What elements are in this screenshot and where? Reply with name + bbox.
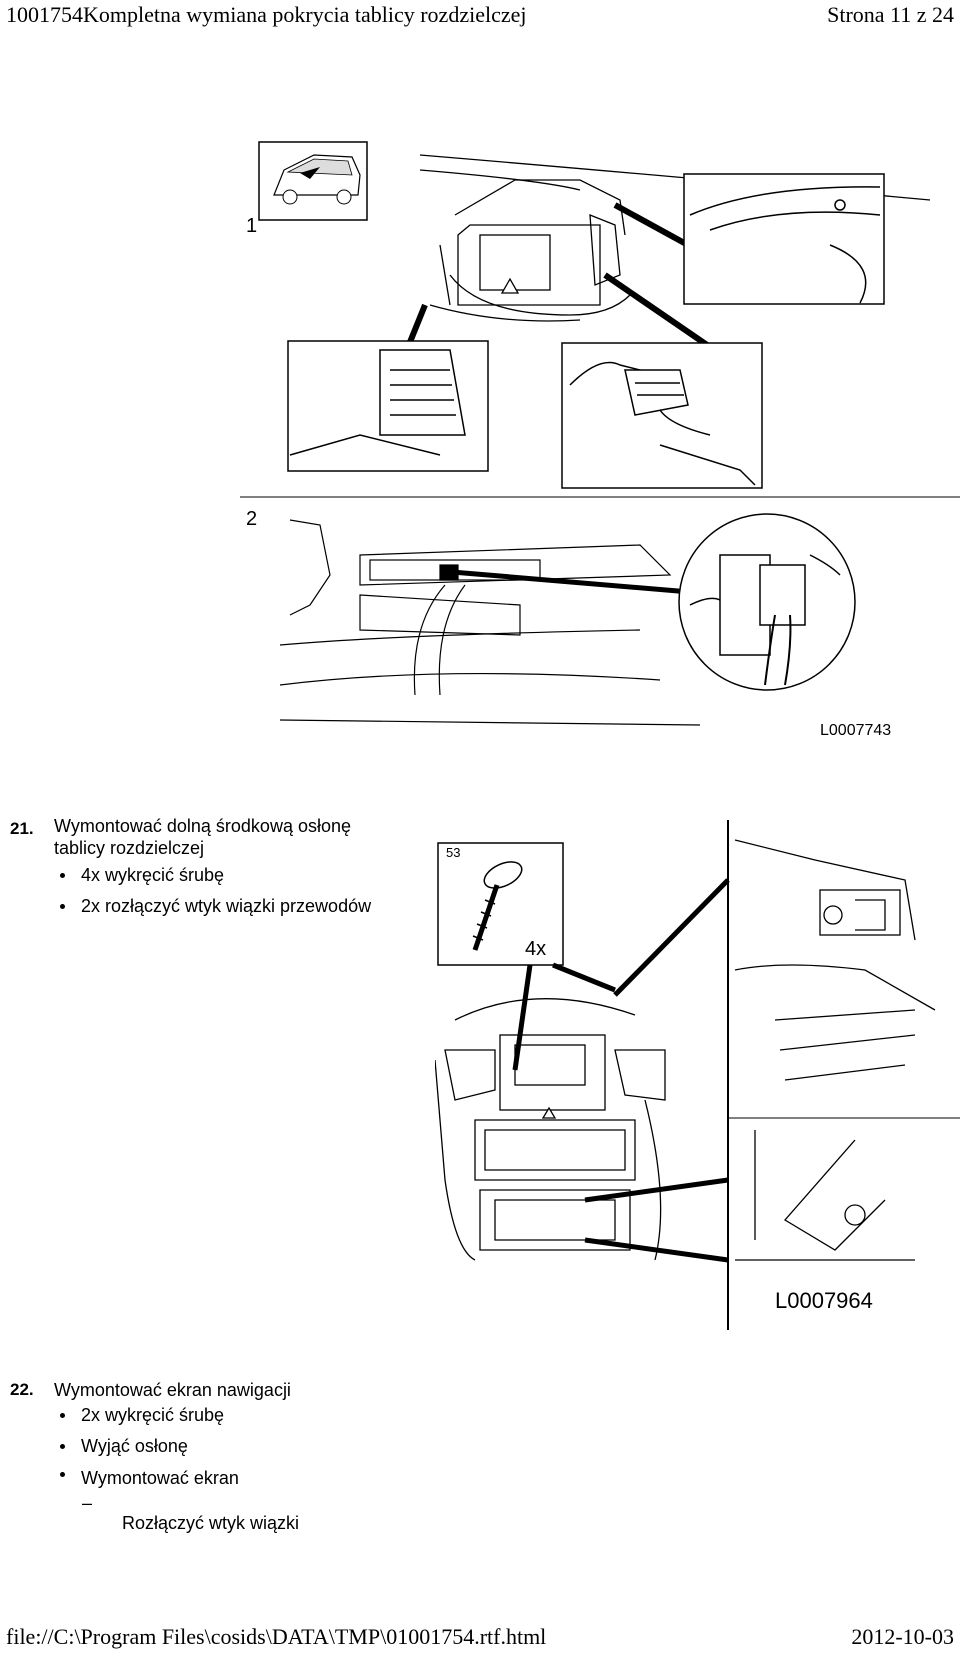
console-sketch bbox=[435, 998, 666, 1261]
step-22-bullet-1: 2x wykręcić śrubę bbox=[81, 1405, 225, 1425]
bullet-dot bbox=[60, 1444, 65, 1449]
bullet-dot bbox=[60, 1413, 65, 1418]
screw-part-number: 53 bbox=[446, 845, 460, 860]
step-22-sub-dash: – bbox=[82, 1493, 93, 1513]
detail-box-top bbox=[683, 173, 885, 305]
clip-detail-bottom bbox=[735, 1130, 915, 1261]
print-date: 2012-10-03 bbox=[851, 1624, 954, 1649]
figure-1-code: L0007743 bbox=[820, 722, 891, 739]
page-indicator: Strona 11 z 24 bbox=[827, 2, 954, 27]
step-22-title: Wymontować ekran nawigacji bbox=[54, 1380, 291, 1400]
step-22-bullet-3: Wymontować ekran bbox=[81, 1468, 239, 1488]
step-22-sub-item: Rozłączyć wtyk wiązki bbox=[122, 1513, 300, 1533]
screw-quantity: 4x bbox=[525, 938, 546, 960]
step-22-bullet-2: Wyjąć osłonę bbox=[81, 1436, 188, 1456]
document-title: 1001754Kompletna wymiana pokrycia tablic… bbox=[6, 2, 527, 27]
clip-detail-top bbox=[734, 839, 936, 1081]
step-22-number: 22. bbox=[10, 1380, 34, 1399]
screw-icon bbox=[437, 842, 564, 966]
figure-1-illustration: 1 bbox=[240, 141, 960, 739]
bullet-dot bbox=[60, 904, 65, 909]
lower-panel-sketch bbox=[279, 519, 701, 726]
figure-2-code: L0007964 bbox=[775, 1288, 873, 1313]
car-thumbnail-icon bbox=[258, 141, 368, 221]
file-path: file://C:\Program Files\cosids\DATA\TMP\… bbox=[6, 1624, 547, 1649]
bullet-dot bbox=[60, 1472, 65, 1477]
figure-2-illustration: 53 4x L0007964 bbox=[435, 820, 960, 1330]
detail-box-left bbox=[287, 340, 489, 472]
bullet-dot bbox=[60, 873, 65, 878]
detail-box-right bbox=[561, 342, 763, 489]
step-21-number: 21. bbox=[10, 819, 34, 838]
step-21-bullet-2: 2x rozłączyć wtyk wiązki przewodów bbox=[81, 896, 372, 916]
circle-detail bbox=[678, 513, 856, 691]
figure-label-2: 2 bbox=[246, 508, 257, 530]
step-21-title-line1: Wymontować dolną środkową osłonę bbox=[54, 816, 351, 836]
step-21-title-line2: tablicy rozdzielczej bbox=[54, 838, 205, 858]
step-21-bullet-1: 4x wykręcić śrubę bbox=[81, 865, 225, 885]
figure-label-1: 1 bbox=[246, 215, 257, 237]
